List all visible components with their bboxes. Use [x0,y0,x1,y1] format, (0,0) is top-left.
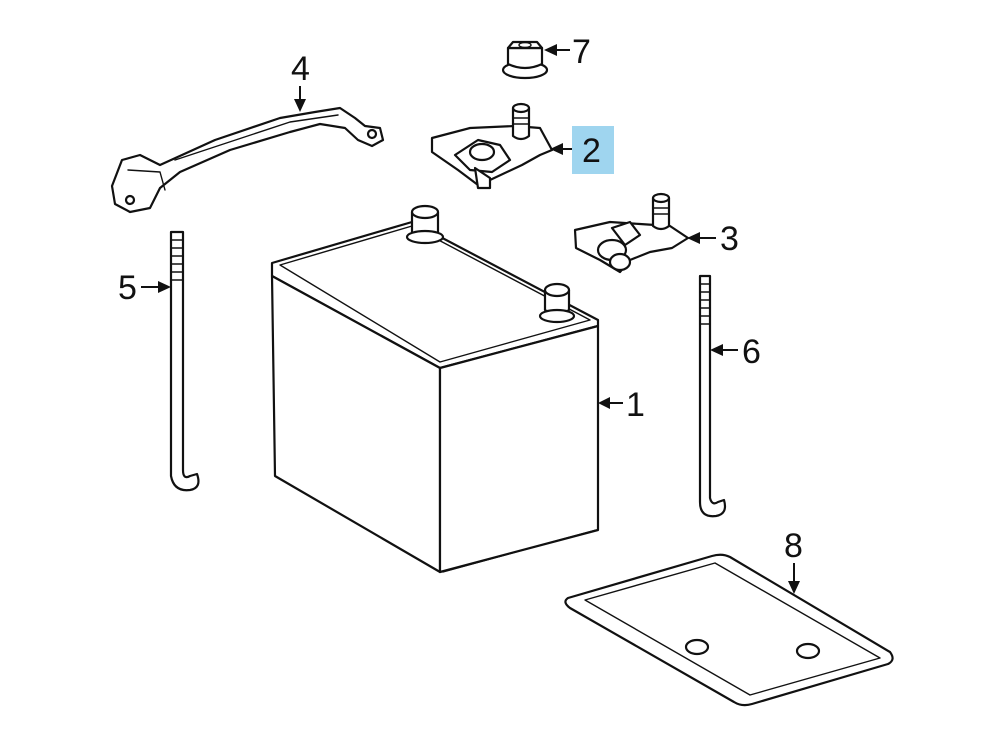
callout-6-label: 6 [742,333,761,371]
callout-2[interactable]: 2 [550,126,614,174]
terminal-clamp-negative[interactable] [430,102,554,190]
callout-1[interactable]: 1 [598,386,645,424]
callout-4-label: 4 [291,50,310,88]
callout-5-label: 5 [118,269,137,307]
battery-post-left [405,204,445,245]
callout-8[interactable]: 8 [784,527,803,594]
callout-6[interactable]: 6 [710,333,761,371]
flange-nut[interactable] [501,40,549,80]
callout-8-label: 8 [784,527,803,565]
callout-5[interactable]: 5 [118,269,171,307]
callout-3-label: 3 [720,220,739,258]
hold-down-rod-right[interactable] [698,274,727,518]
battery-tray[interactable] [564,553,894,707]
callout-3[interactable]: 3 [687,220,739,258]
callout-1-label: 1 [626,386,645,424]
callout-2-label: 2 [582,132,601,170]
terminal-clamp-positive[interactable] [573,192,690,274]
callout-4[interactable]: 4 [291,50,310,112]
callout-7[interactable]: 7 [544,33,591,71]
hold-down-bracket[interactable] [110,106,385,214]
battery-post-right [538,282,576,324]
hold-down-rod-left[interactable] [169,230,200,492]
battery[interactable] [270,204,600,574]
callout-2-highlight [572,126,614,174]
callout-7-label: 7 [572,33,591,71]
